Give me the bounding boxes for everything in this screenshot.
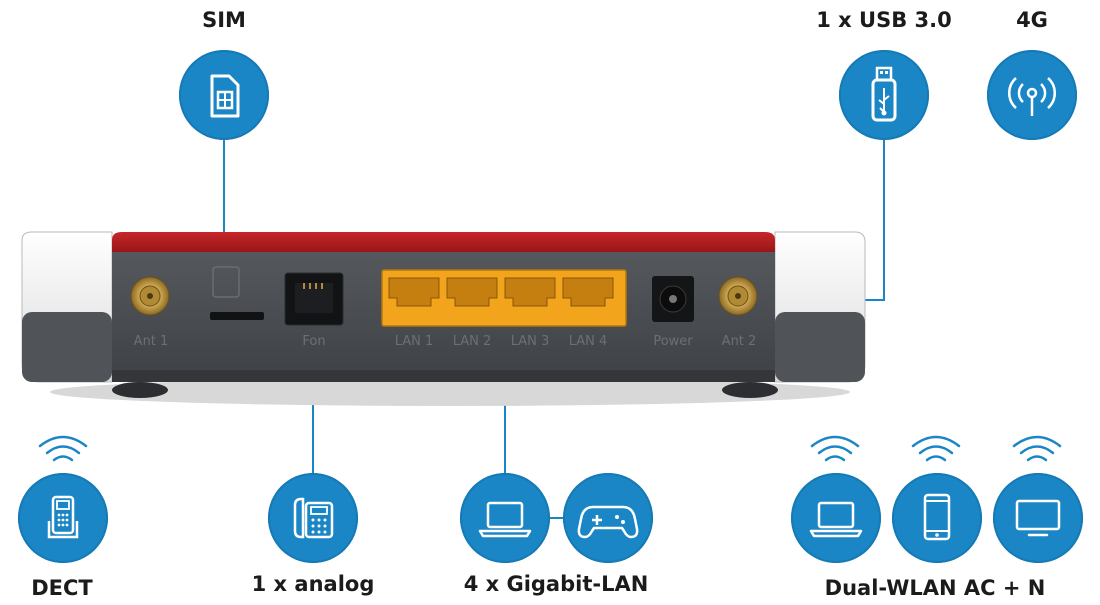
port-label-power: Power — [653, 334, 693, 349]
wifi-icon — [810, 435, 860, 462]
label-4g: 4G — [1016, 8, 1048, 32]
ant1-port — [130, 276, 170, 316]
laptop-icon — [478, 501, 532, 538]
label-usb: 1 x USB 3.0 — [816, 8, 952, 32]
port-label-lan4: LAN 4 — [569, 334, 608, 349]
wifi-icon — [1012, 435, 1062, 462]
sim-circle — [179, 50, 269, 140]
label-analog: 1 x analog — [251, 572, 375, 596]
tv-monitor-icon — [1015, 499, 1061, 537]
smartphone-icon — [923, 493, 951, 541]
ant2-port — [718, 276, 758, 316]
wlan-smartphone-circle — [892, 473, 982, 563]
port-label-ant1: Ant 1 — [134, 334, 169, 349]
wlan-tv-circle — [993, 473, 1083, 563]
4g-circle — [987, 50, 1077, 140]
label-sim: SIM — [202, 8, 246, 32]
fon-port — [284, 272, 344, 326]
lan-gamepad-circle — [563, 473, 653, 563]
port-label-ant2: Ant 2 — [722, 334, 757, 349]
usb-circle — [839, 50, 929, 140]
router-right-foot-panel — [775, 312, 865, 382]
port-label-lan3: LAN 3 — [511, 334, 550, 349]
dect-circle — [18, 473, 108, 563]
analog-circle — [268, 473, 358, 563]
label-dect: DECT — [31, 576, 93, 600]
analog-phone-icon — [293, 497, 334, 539]
wifi-icon — [38, 435, 88, 462]
router-left-foot-panel — [22, 312, 112, 382]
sim-slot — [210, 266, 264, 320]
wlan-laptop-circle — [791, 473, 881, 563]
usb-stick-icon — [871, 66, 897, 122]
dect-phone-icon — [47, 495, 79, 539]
lan-port-block — [381, 269, 627, 327]
router-foot — [112, 382, 168, 398]
gamepad-icon — [577, 505, 639, 539]
port-label-lan1: LAN 1 — [395, 334, 434, 349]
port-label-fon: Fon — [302, 334, 325, 349]
antenna-4g-icon — [1007, 77, 1057, 116]
router-foot — [722, 382, 778, 398]
usb-connector — [858, 128, 885, 301]
router-red-top — [112, 232, 775, 256]
laptop-icon — [809, 501, 863, 538]
wifi-icon — [911, 435, 961, 462]
label-wlan: Dual-WLAN AC + N — [824, 576, 1046, 600]
lan-laptop-circle — [460, 473, 550, 563]
sim-card-icon — [210, 74, 240, 118]
router-shadow — [50, 378, 850, 406]
port-label-lan2: LAN 2 — [453, 334, 492, 349]
power-port — [652, 276, 694, 322]
label-lan: 4 x Gigabit-LAN — [463, 572, 649, 596]
